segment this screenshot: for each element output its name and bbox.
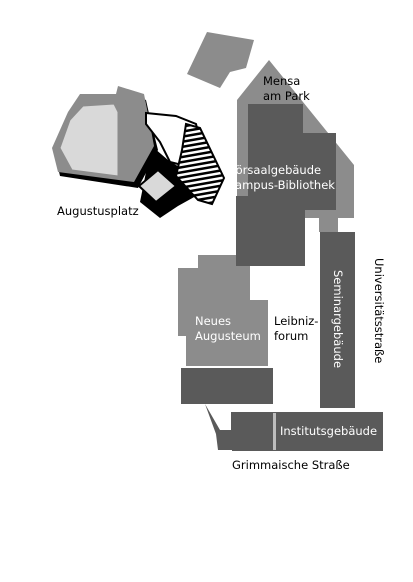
neues-augusteum-label-line1: Neues bbox=[195, 314, 231, 328]
mensa-label-line2: am Park bbox=[263, 89, 310, 103]
neues-augusteum-annex[interactable] bbox=[181, 368, 273, 404]
hoersaal-label-line1: Hörsaalgebäude bbox=[227, 163, 321, 177]
hoersaal-label-line2: Campus-Bibliothek bbox=[227, 178, 335, 192]
seminargebaeude-building[interactable] bbox=[320, 232, 355, 408]
grimmaische-strasse-label: Grimmaische Straße bbox=[232, 458, 350, 472]
institutsgebaeude-label: Institutsgebäude bbox=[280, 424, 377, 438]
universitaetsstrasse-label: Universitätsstraße bbox=[372, 258, 386, 363]
institutsgebaeude-divider bbox=[273, 413, 276, 450]
leibnizforum-label-line1: Leibniz- bbox=[274, 314, 318, 328]
mensa-label-line1: Mensa bbox=[263, 74, 300, 88]
neues-augusteum-label-line2: Augusteum bbox=[195, 329, 261, 343]
augustusplatz-label: Augustusplatz bbox=[57, 204, 139, 218]
hoersaal-building[interactable] bbox=[236, 104, 336, 266]
augustusplatz-inner-court bbox=[59, 103, 119, 177]
paulinum-cube[interactable] bbox=[137, 168, 178, 204]
seminargebaeude-label: Seminargebäude bbox=[331, 270, 345, 368]
leibnizforum-label-line2: forum bbox=[274, 329, 308, 343]
paulinum-striped-wing[interactable] bbox=[174, 122, 226, 206]
mensa-building[interactable] bbox=[187, 32, 254, 88]
institutsgebaeude-building[interactable] bbox=[205, 404, 383, 451]
neues-augusteum-building[interactable] bbox=[178, 255, 268, 366]
